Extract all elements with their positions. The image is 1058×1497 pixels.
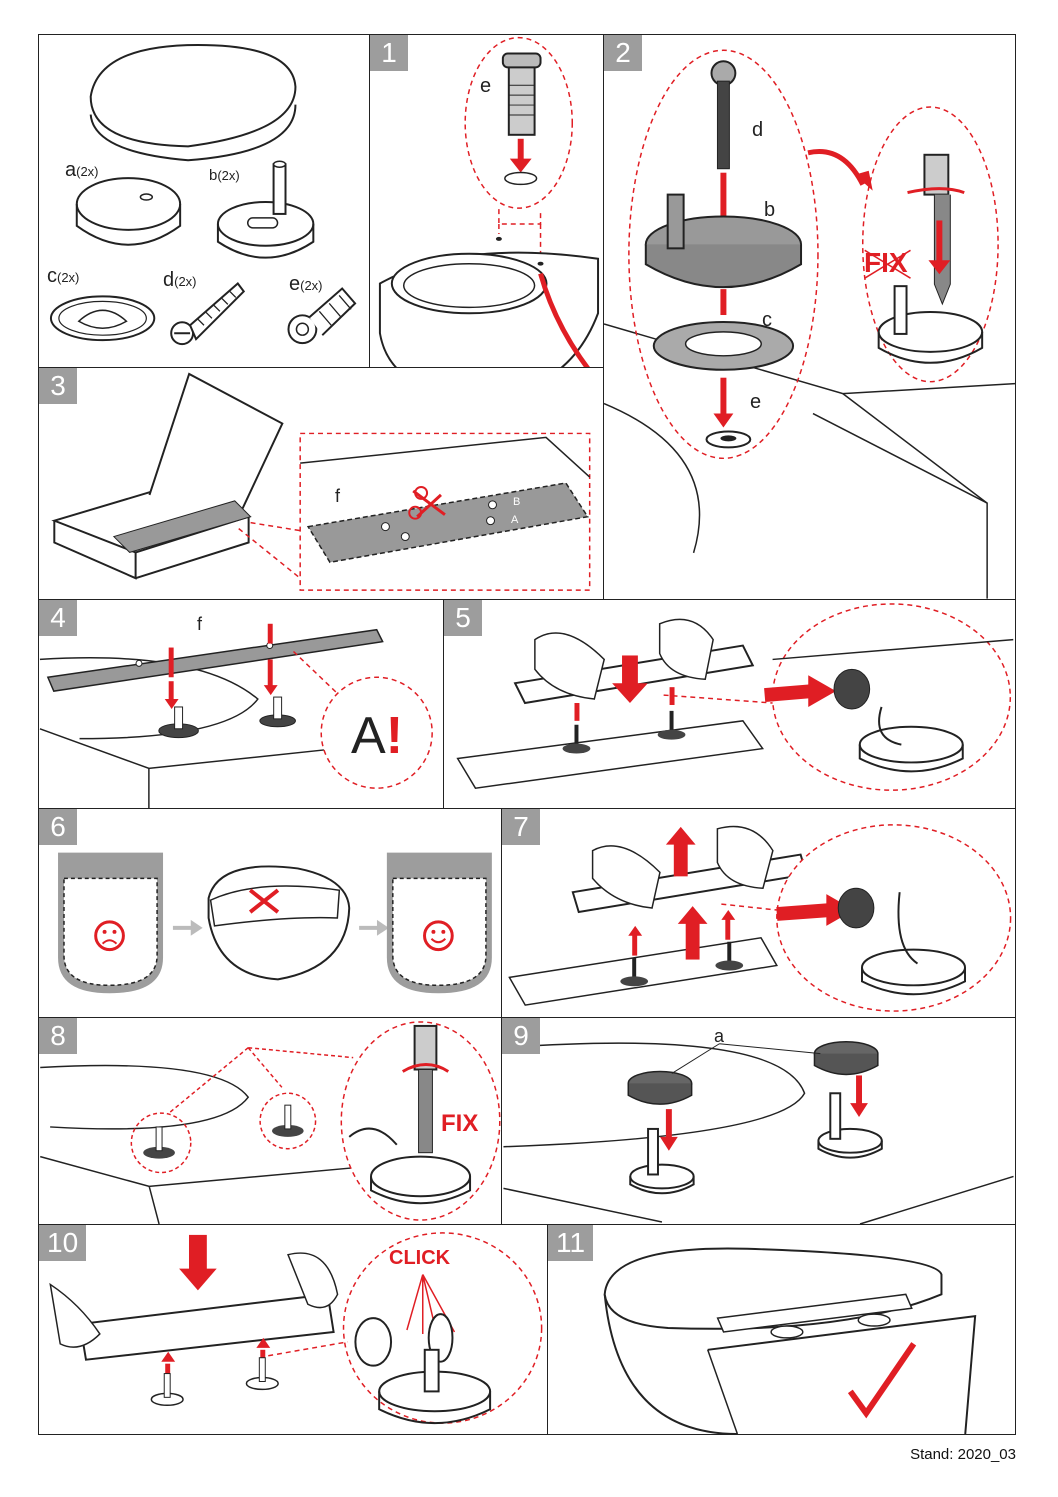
step-11-panel: 11 <box>547 1224 1016 1435</box>
step-3-illustration <box>51 372 591 591</box>
step-4-callout-text: A <box>351 707 386 765</box>
step-2-label-c: c <box>762 309 772 331</box>
step-number-3: 3 <box>39 368 77 404</box>
step-8-illustration <box>40 1021 501 1224</box>
step-number-2: 2 <box>604 35 642 71</box>
step-7-panel: 7 <box>501 808 1016 1018</box>
step-8-panel: 8 FIX <box>38 1017 502 1225</box>
footer-stand: Stand: 2020_03 <box>910 1446 1016 1463</box>
step-2-label-b: b <box>764 199 776 221</box>
step-1-panel: 1 e <box>369 34 604 424</box>
step-number-11: 11 <box>548 1225 594 1261</box>
step-number-7: 7 <box>502 809 540 845</box>
step-4-panel: 4 f A! <box>38 599 444 809</box>
step-2-fix-crossed: FIX <box>864 247 908 278</box>
part-label-c: c(2x) <box>47 265 80 287</box>
parts-illustration <box>49 43 357 346</box>
step-5-illustration <box>456 603 1014 791</box>
part-label-b: b(2x) <box>209 167 240 184</box>
step-4-label-f: f <box>197 614 203 634</box>
step-2-illustration <box>604 49 1015 599</box>
step-1-label-e: e <box>480 75 492 97</box>
step-number-6: 6 <box>39 809 77 845</box>
step-10-illustration <box>49 1232 543 1424</box>
part-label-e: e(2x) <box>289 273 323 295</box>
step-8-fix-label: FIX <box>441 1110 479 1137</box>
step-6-panel: 6 <box>38 808 502 1018</box>
step-1-illustration <box>378 36 603 399</box>
step-11-illustration <box>603 1247 977 1434</box>
step-number-9: 9 <box>502 1018 540 1054</box>
step-number-10: 10 <box>39 1225 87 1261</box>
step-number-8: 8 <box>39 1018 77 1054</box>
step-3-panel: 3 f B A <box>38 367 604 600</box>
step-3-label-f: f <box>335 486 341 506</box>
step-4-callout: A! <box>351 706 403 766</box>
step-number-4: 4 <box>39 600 77 636</box>
step-6-illustration <box>58 852 492 994</box>
step-10-panel: 10 CLICK <box>38 1224 548 1435</box>
step-7-illustration <box>508 824 1012 1012</box>
step-2-panel: 2 d b c e FIX <box>603 34 1016 600</box>
step-number-1: 1 <box>370 35 408 71</box>
step-2-label-e: e <box>750 391 762 413</box>
part-label-a: a(2x) <box>65 159 99 181</box>
step-3-label-B: B <box>513 496 521 508</box>
parts-panel: a(2x) b(2x) c(2x) d(2x) e(2x) <box>38 34 370 368</box>
step-10-click-label: CLICK <box>389 1247 451 1269</box>
step-5-panel: 5 <box>443 599 1016 809</box>
step-9-illustration <box>503 1041 1014 1224</box>
part-label-d: d(2x) <box>163 269 197 291</box>
step-2-label-d: d <box>752 119 764 141</box>
step-9-panel: 9 a <box>501 1017 1016 1225</box>
step-4-callout-exclaim: ! <box>385 707 404 765</box>
step-9-label-a: a <box>714 1026 725 1046</box>
step-3-label-A: A <box>511 514 519 526</box>
step-4-illustration <box>39 623 433 808</box>
step-number-5: 5 <box>444 600 482 636</box>
